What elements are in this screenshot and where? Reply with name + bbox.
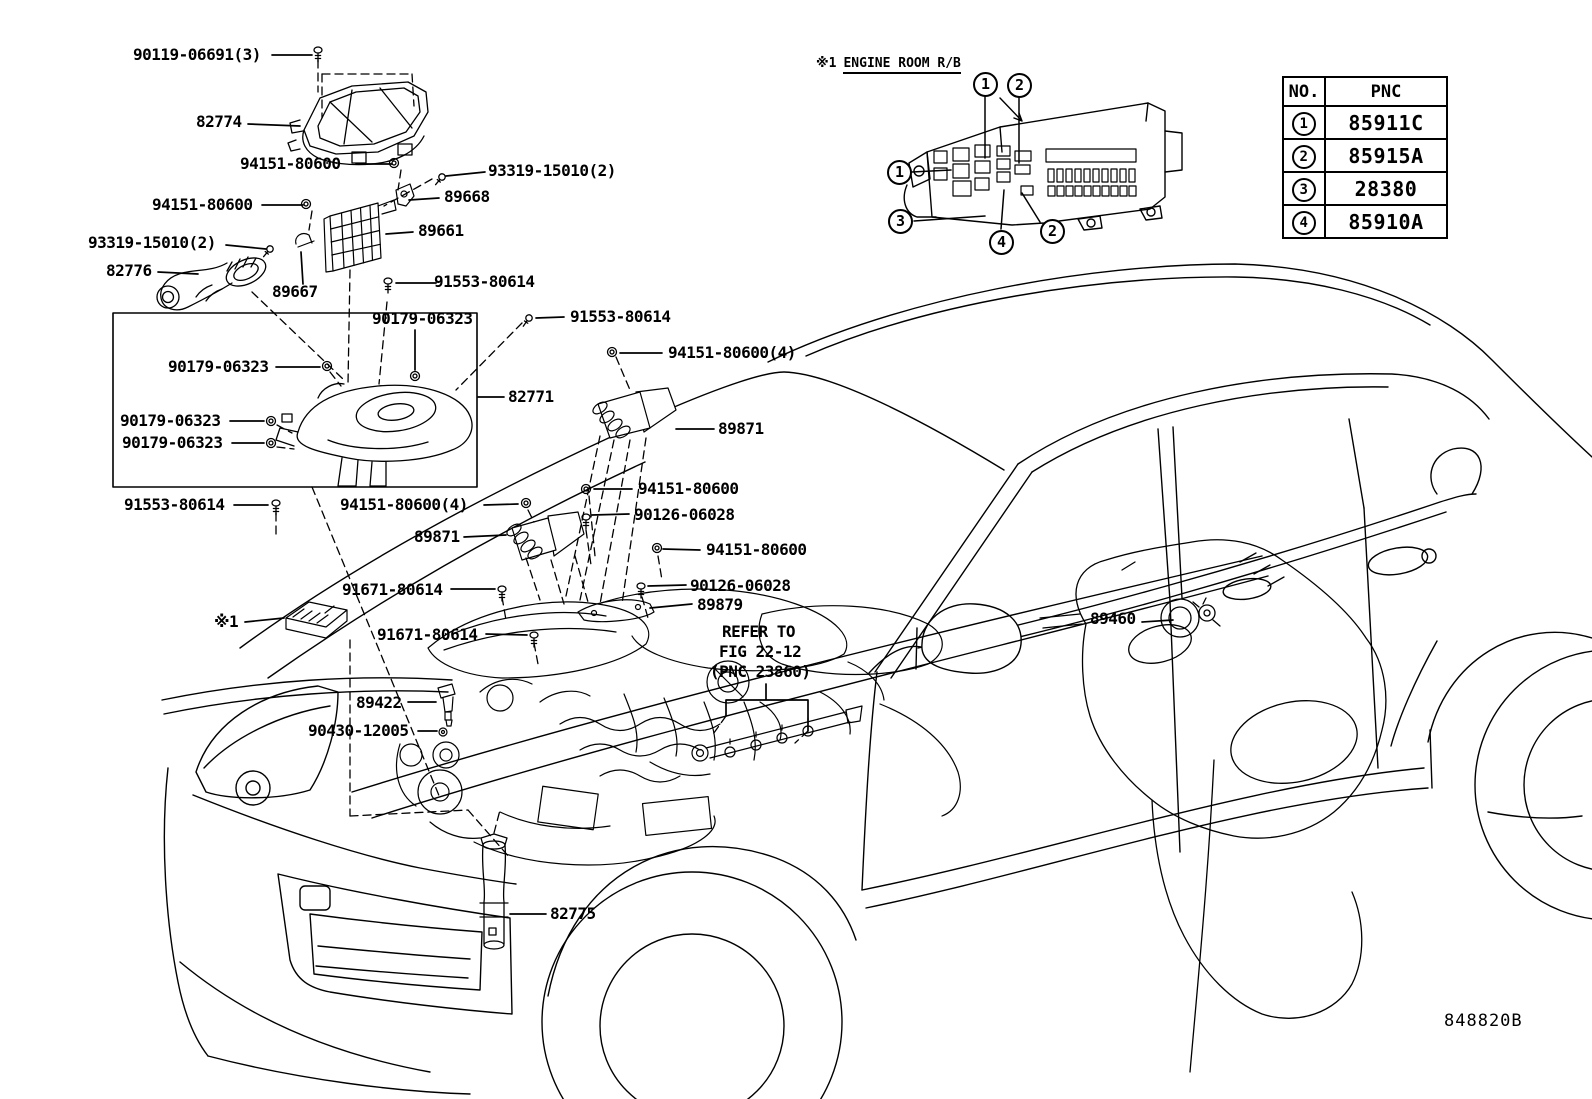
part-label-17: 90179-06323 [120,411,221,430]
rb-callout-2: 1 [887,160,912,185]
pnc-no-cell: 4 [1282,204,1326,239]
injector-driver-89871-lower [506,511,585,561]
air-cleaner-cover-82774 [287,81,429,166]
pnc-table-header-row: NO. PNC [1282,76,1448,107]
pnc-no-badge: 4 [1292,211,1316,235]
part-label-18: 90179-06323 [122,433,223,452]
bracket-89879 [577,599,655,623]
pnc-no-cell: 2 [1282,138,1326,173]
pnc-no-badge: 3 [1292,178,1316,202]
part-label-28: ※1 [214,612,239,631]
part-label-4: 89668 [444,187,490,206]
part-label-19: 91553-80614 [124,495,225,514]
rb-note: ※1 ENGINE ROOM R/B [816,56,961,74]
rb-callout-3: 3 [888,209,913,234]
part-label-31: FIG 22-12 [719,642,802,661]
part-label-27: 91671-80614 [342,580,443,599]
fuel-tank-assembly [1039,539,1387,1073]
car-body-outline [161,263,1592,1099]
pnc-no-cell: 1 [1282,105,1326,140]
fuel-rail-23860 [691,705,863,762]
pnc-table-header-no: NO. [1282,76,1326,107]
part-label-10: 91553-80614 [434,272,535,291]
part-label-6: 89661 [418,221,464,240]
rb-note-marker: ※1 [816,56,837,71]
bracket-89668 [395,183,415,207]
part-label-11: 90179-06323 [372,309,473,328]
part-label-16: 89871 [718,419,764,438]
part-label-15: 82771 [508,387,554,406]
pnc-table-body: 1 85911C 2 85915A 3 28380 4 85910A [1282,105,1448,239]
pnc-table: NO. PNC 1 85911C 2 85915A 3 28380 4 85910A [1282,76,1448,239]
part-label-0: 90119-06691(3) [133,45,261,64]
pnc-value-cell: 85910A [1324,204,1448,239]
engine-assembly [395,588,961,866]
pnc-no-badge: 1 [1292,112,1316,136]
air-inlet-duct-82776 [156,256,267,311]
part-label-26: 89879 [697,595,743,614]
engine-bay-relay-box-mini [285,601,348,639]
part-label-7: 93319-15010(2) [88,233,216,252]
rb-callout-1: 2 [1007,73,1032,98]
rb-callout-5: 2 [1040,219,1065,244]
injector-driver-89871-upper [592,387,677,439]
leader-lines [157,54,1174,915]
part-label-25: 90126-06028 [690,576,791,595]
pnc-row-0: 1 85911C [1282,105,1448,140]
pnc-value-cell: 85911C [1324,105,1448,140]
rb-callout-4: 4 [989,230,1014,255]
dashed-assembly-lines [251,59,809,859]
fuel-pump-89460 [1192,597,1221,627]
part-label-8: 82776 [106,261,152,280]
pnc-value-cell: 85915A [1324,138,1448,173]
part-label-14: 90179-06323 [168,357,269,376]
part-label-12: 91553-80614 [570,307,671,326]
pnc-row-3: 4 85910A [1282,204,1448,239]
pnc-no-cell: 3 [1282,171,1326,206]
part-label-35: 90430-12005 [308,721,409,740]
part-label-36: 82775 [550,904,596,923]
part-label-5: 94151-80600 [152,195,253,214]
rb-note-title: ENGINE ROOM R/B [843,56,961,74]
clamp-89667 [295,232,315,248]
part-label-33: 89460 [1090,609,1136,628]
part-label-21: 94151-80600 [638,479,739,498]
pnc-table-header-pnc: PNC [1324,76,1448,107]
pnc-no-badge: 2 [1292,145,1316,169]
engine-room-relay-box [903,96,1183,231]
part-label-23: 89871 [414,527,460,546]
cool-air-duct-82775 [479,833,509,950]
water-temp-sensor-89422 [437,683,456,737]
part-label-1: 82774 [196,112,242,131]
part-label-9: 89667 [272,282,318,301]
part-label-30: REFER TO [722,622,796,641]
rb-callout-leaders [911,96,1041,230]
pnc-row-1: 2 85915A [1282,138,1448,173]
air-cleaner-case-82771 [112,312,478,488]
part-label-20: 94151-80600(4) [340,495,468,514]
part-label-13: 94151-80600(4) [668,343,796,362]
part-label-3: 93319-15010(2) [488,161,616,180]
part-label-2: 94151-80600 [240,154,341,173]
part-label-29: 91671-80614 [377,625,478,644]
part-label-34: 89422 [356,693,402,712]
part-label-22: 90126-06028 [634,505,735,524]
pnc-value-cell: 28380 [1324,171,1448,206]
part-label-24: 94151-80600 [706,540,807,559]
rb-callout-0: 1 [973,72,998,97]
pnc-row-2: 3 28380 [1282,171,1448,206]
ecu-89661 [323,199,397,273]
part-label-32: (PNC 23860) [710,662,811,681]
figure-code: 848820B [1444,1011,1523,1031]
